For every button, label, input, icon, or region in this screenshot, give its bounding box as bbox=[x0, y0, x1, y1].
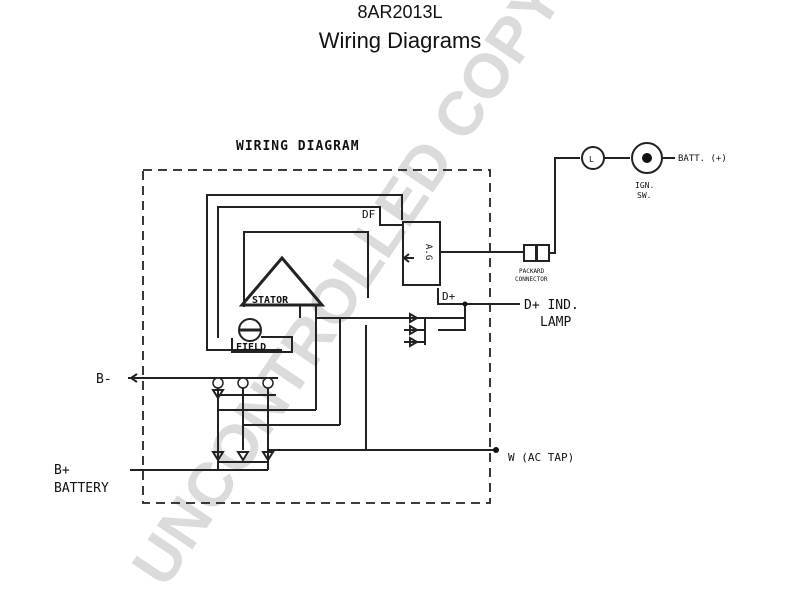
b-minus-arrow bbox=[129, 373, 138, 383]
lamp-symbol: L bbox=[589, 155, 594, 164]
label-d-plus-ind: D+ IND. bbox=[524, 298, 579, 313]
regulator-box bbox=[402, 221, 441, 286]
label-w-ac-tap: W (AC TAP) bbox=[508, 451, 574, 464]
field-box bbox=[231, 336, 293, 353]
part-number: 8AR2013L bbox=[357, 2, 443, 22]
packard-connector-left bbox=[523, 244, 537, 262]
housing-outline bbox=[142, 169, 491, 504]
label-sw: SW. bbox=[637, 191, 651, 200]
packard-connector-right bbox=[536, 244, 550, 262]
dplus-dot bbox=[462, 301, 468, 307]
diode-trio-symbol-3 bbox=[409, 336, 420, 348]
label-ign: IGN. bbox=[635, 181, 654, 190]
page-title: Wiring Diagrams bbox=[318, 28, 482, 53]
rectifier-diode-b bbox=[211, 451, 225, 462]
label-connector: CONNECTOR bbox=[515, 276, 548, 283]
label-ag: A.G bbox=[423, 244, 433, 260]
label-packard: PACKARD bbox=[519, 268, 545, 275]
label-b-minus: B- bbox=[96, 372, 112, 387]
diagram-heading: WIRING DIAGRAM bbox=[236, 139, 360, 154]
label-d-plus-inner: D+ bbox=[442, 290, 456, 303]
diode-trio-symbol-1 bbox=[409, 312, 420, 324]
terminal-1 bbox=[212, 377, 224, 389]
label-df: DF bbox=[362, 208, 375, 221]
terminal-2 bbox=[237, 377, 249, 389]
label-lamp: LAMP bbox=[540, 315, 571, 330]
label-b-plus: B+ bbox=[54, 463, 70, 478]
rectifier-diode-d bbox=[261, 451, 275, 462]
lamp-center-dot bbox=[642, 153, 652, 163]
df-inner-wire bbox=[217, 206, 402, 338]
diode-trio-symbol-2 bbox=[409, 324, 420, 336]
rectifier-diode-a bbox=[211, 389, 225, 400]
stator-loop-wire bbox=[243, 231, 369, 307]
label-field: FIELD bbox=[236, 342, 266, 353]
field-coil-circle bbox=[238, 318, 262, 342]
packard-to-batt-wire bbox=[549, 157, 580, 254]
label-batt-plus: BATT. (+) bbox=[678, 154, 727, 164]
terminal-3 bbox=[262, 377, 274, 389]
circuit-lines bbox=[128, 142, 675, 504]
junction-dots bbox=[462, 153, 652, 453]
regulator-arrow-head bbox=[402, 253, 410, 263]
label-battery: BATTERY bbox=[54, 481, 109, 496]
stator-triangle bbox=[238, 255, 326, 307]
watermark-text: UNCONTROLLED COPY bbox=[119, 0, 575, 598]
label-stator: STATOR bbox=[252, 295, 289, 306]
rectifier-diode-c bbox=[236, 451, 250, 462]
w-tap-dot bbox=[493, 447, 499, 453]
terminals bbox=[212, 377, 274, 389]
